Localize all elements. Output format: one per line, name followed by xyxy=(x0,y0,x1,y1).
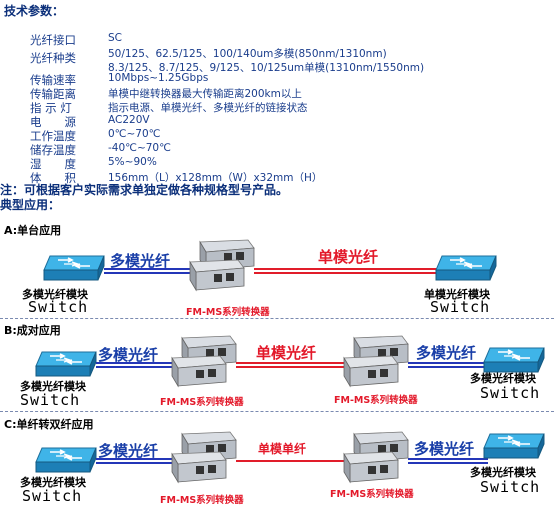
section-c-title: C:单纤转双纤应用 xyxy=(4,418,94,431)
spec-label: 传输距离 xyxy=(30,87,76,101)
custom-note: 注：可根据客户实际需求单独定做各种规格型号产品。 xyxy=(0,183,289,197)
left-switch-label: Switch xyxy=(20,391,81,409)
spec-value: 0℃~70℃ xyxy=(108,128,161,140)
typical-title: 典型应用： xyxy=(0,198,61,212)
right-switch-label: Switch xyxy=(430,298,491,316)
multimode-link-label: 多模光纤 xyxy=(98,346,159,364)
spec-label: 光纤接口 xyxy=(30,33,76,47)
multimode-link-line xyxy=(96,462,176,464)
singlemode-link-line xyxy=(236,362,348,364)
spec-label: 体 积 xyxy=(30,171,76,185)
right-module-label: 单模光纤模块 xyxy=(424,288,490,301)
section-divider xyxy=(0,318,554,319)
spec-label: 传输速率 xyxy=(30,73,76,87)
spec-title: 技术参数： xyxy=(4,4,65,18)
section-divider xyxy=(0,411,554,412)
multimode-link-line xyxy=(96,366,176,368)
converter-icon xyxy=(186,238,256,294)
left-switch-label: Switch xyxy=(22,487,83,505)
right-module-label: 多模光纤模块 xyxy=(470,372,536,385)
singlemode-link-line xyxy=(254,272,440,274)
singlemode-link-line xyxy=(236,460,348,462)
multimode-link-line xyxy=(408,366,488,368)
singlemode-link-line xyxy=(254,268,440,270)
left-module-label: 多模光纤模块 xyxy=(22,288,88,301)
multimode-link-line xyxy=(96,362,176,364)
switch-icon xyxy=(434,252,498,284)
switch-icon xyxy=(34,444,98,476)
multimode-link-line xyxy=(408,462,488,464)
section-b-title: B:成对应用 xyxy=(4,324,61,337)
converter-icon xyxy=(340,430,410,486)
spec-label: 储存温度 xyxy=(30,143,76,157)
right-module-label: 多模光纤模块 xyxy=(470,466,536,479)
spec-label: 工作温度 xyxy=(30,129,76,143)
spec-value: 50/125、62.5/125、100/140um多模(850nm/1310nm… xyxy=(108,48,387,60)
multimode-link-line xyxy=(408,458,488,460)
multimode-link-line xyxy=(96,458,176,460)
spec-value: 10Mbps~1.25Gbps xyxy=(108,72,209,84)
left-switch-label: Switch xyxy=(28,298,89,316)
converter-label: FM-MS系列转换器 xyxy=(334,395,418,406)
converter-icon xyxy=(168,430,238,486)
left-module-label: 多模光纤模块 xyxy=(20,380,86,393)
switch-icon xyxy=(42,252,106,284)
converter-icon xyxy=(340,334,410,390)
singlemode-link-label: 单模光纤 xyxy=(318,248,379,266)
multimode-link-label: 多模光纤 xyxy=(414,440,475,458)
spec-label: 电 源 xyxy=(30,115,76,129)
left-module-label: 多模光纤模块 xyxy=(20,476,86,489)
spec-value: 指示电源、单模光纤、多模光纤的链接状态 xyxy=(108,102,308,114)
converter-label: FM-MS系列转换器 xyxy=(330,489,414,500)
converter-label: FM-MS系列转换器 xyxy=(160,397,244,408)
spec-value: AC220V xyxy=(108,114,150,126)
spec-value: SC xyxy=(108,32,122,44)
spec-label: 光纤种类 xyxy=(30,51,76,65)
spec-label: 湿 度 xyxy=(30,157,76,171)
spec-value: 5%~90% xyxy=(108,156,157,168)
spec-value: 156mm（L）x128mm（W）x32mm（H） xyxy=(108,172,323,184)
spec-value: -40℃~70℃ xyxy=(108,142,171,154)
multimode-link-line xyxy=(104,268,196,270)
right-switch-label: Switch xyxy=(480,478,541,496)
singlemode-link-label: 单模光纤 xyxy=(256,344,317,362)
converter-label: FM-MS系列转换器 xyxy=(186,307,270,318)
multimode-link-line xyxy=(408,362,488,364)
singlemode-link-line xyxy=(236,366,348,368)
converter-icon xyxy=(168,334,238,390)
converter-label: FM-MS系列转换器 xyxy=(160,495,244,506)
right-switch-label: Switch xyxy=(480,384,541,402)
multimode-link-label: 多模光纤 xyxy=(110,252,171,270)
spec-value: 8.3/125、8.7/125、9/125、10/125um单模(1310nm/… xyxy=(108,62,425,74)
singlemode-link-label: 单模单纤 xyxy=(258,442,307,456)
switch-icon xyxy=(482,430,546,462)
spec-label: 指 示 灯 xyxy=(30,101,72,115)
switch-icon xyxy=(34,348,98,380)
multimode-link-label: 多模光纤 xyxy=(98,442,159,460)
section-a-title: A:单台应用 xyxy=(4,224,62,237)
multimode-link-label: 多模光纤 xyxy=(416,344,477,362)
multimode-link-line xyxy=(104,272,196,274)
spec-value: 单模中继转换器最大传输距离200km以上 xyxy=(108,88,302,100)
